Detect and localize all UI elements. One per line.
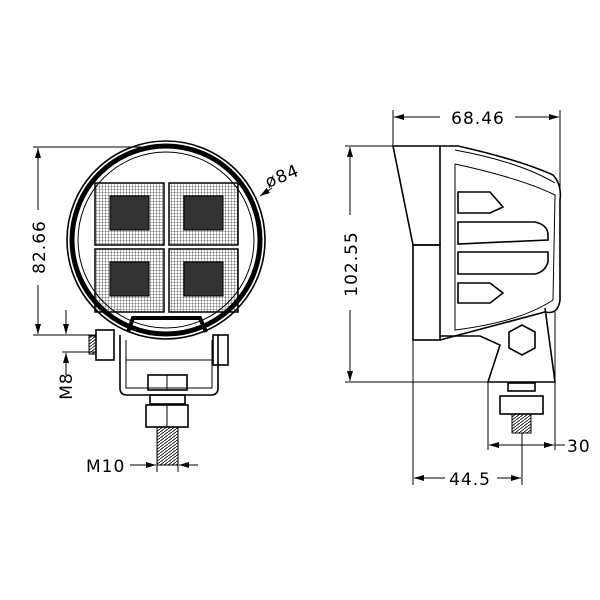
side-bolt [88, 335, 97, 355]
diameter-label: ø84 [262, 161, 302, 193]
washer [149, 394, 186, 405]
side-bracket [440, 307, 556, 383]
side-bolt-label: M8 [57, 372, 77, 399]
side-nut [95, 329, 115, 361]
bezel-ring [69, 143, 263, 337]
bracket-lug [212, 334, 229, 366]
depth-dimension-label: 68.46 [451, 109, 505, 129]
led-cell [168, 248, 239, 313]
lens-edge [77, 151, 255, 329]
led-cell [168, 182, 239, 246]
bottom-bolt-label: M10 [86, 457, 125, 477]
side-nut [499, 395, 544, 415]
led-cell [94, 182, 165, 246]
height-dimension-label: 102.55 [342, 231, 362, 296]
outer-housing [66, 140, 266, 340]
bottom-notch [126, 316, 208, 333]
pivot-bolt-head [508, 324, 536, 356]
front-view: 82.66 ø84 M8 M10 [30, 140, 302, 477]
height-dimension-label: 82.66 [30, 220, 50, 274]
side-bolt [511, 413, 532, 434]
front-bezel [392, 145, 441, 246]
led-cell [94, 248, 165, 313]
mounting-bracket [119, 335, 219, 396]
side-washer [507, 382, 536, 392]
bracket-width-label: 30 [567, 437, 591, 457]
bottom-bolt [156, 426, 179, 466]
side-view: 68.46 102.55 30 44.5 [342, 109, 591, 490]
led-cells [94, 182, 239, 313]
lens-block [412, 244, 441, 341]
cooling-fins [457, 191, 549, 304]
bolt-offset-label: 44.5 [449, 470, 491, 490]
